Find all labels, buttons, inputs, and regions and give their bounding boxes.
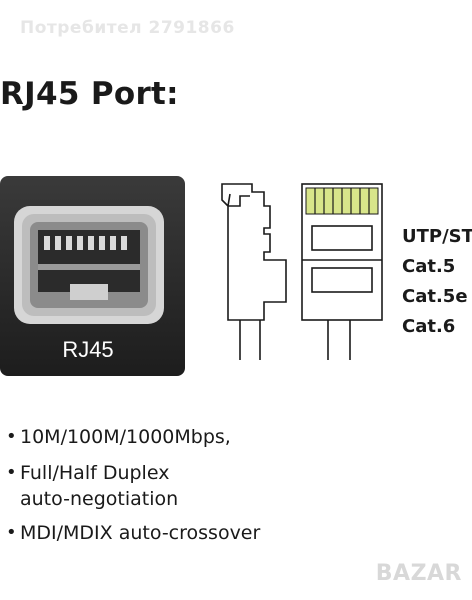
rj45-plug-top-view-icon [301,183,383,360]
rj45-plug-diagram [221,183,383,360]
cable-type-item: Cat.5e [402,286,468,307]
cable-type-item: UTP/ST [402,226,472,247]
feature-text: 10M/100M/1000Mbps, [20,426,231,448]
bullet-icon: • [6,462,17,483]
cable-type-list: UTP/ST Cat.5 Cat.5e Cat.6 [402,222,472,342]
feature-item: • Full/Half Duplex auto-negotiation [6,460,466,512]
brand-watermark: BAZAR [375,561,462,586]
page-title: RJ45 Port: [0,76,179,112]
feature-item: • 10M/100M/1000Mbps, [6,424,466,450]
bullet-icon: • [6,522,17,543]
port-label: RJ45 [62,337,113,362]
rj45-plug-side-view-icon [221,183,287,360]
feature-item: • MDI/MDIX auto-crossover [6,520,466,546]
feature-text: Full/Half Duplex [20,462,170,484]
rj45-port-photo: RJ45 [0,176,185,376]
cable-type-item: Cat.5 [402,256,456,277]
watermark: Потребител 2791866 [20,18,235,38]
feature-text: auto-negotiation [20,488,179,510]
bullet-icon: • [6,426,17,447]
cable-type-item: Cat.6 [402,316,456,337]
feature-text: MDI/MDIX auto-crossover [20,522,261,544]
feature-list: • 10M/100M/1000Mbps, • Full/Half Duplex … [6,424,466,556]
